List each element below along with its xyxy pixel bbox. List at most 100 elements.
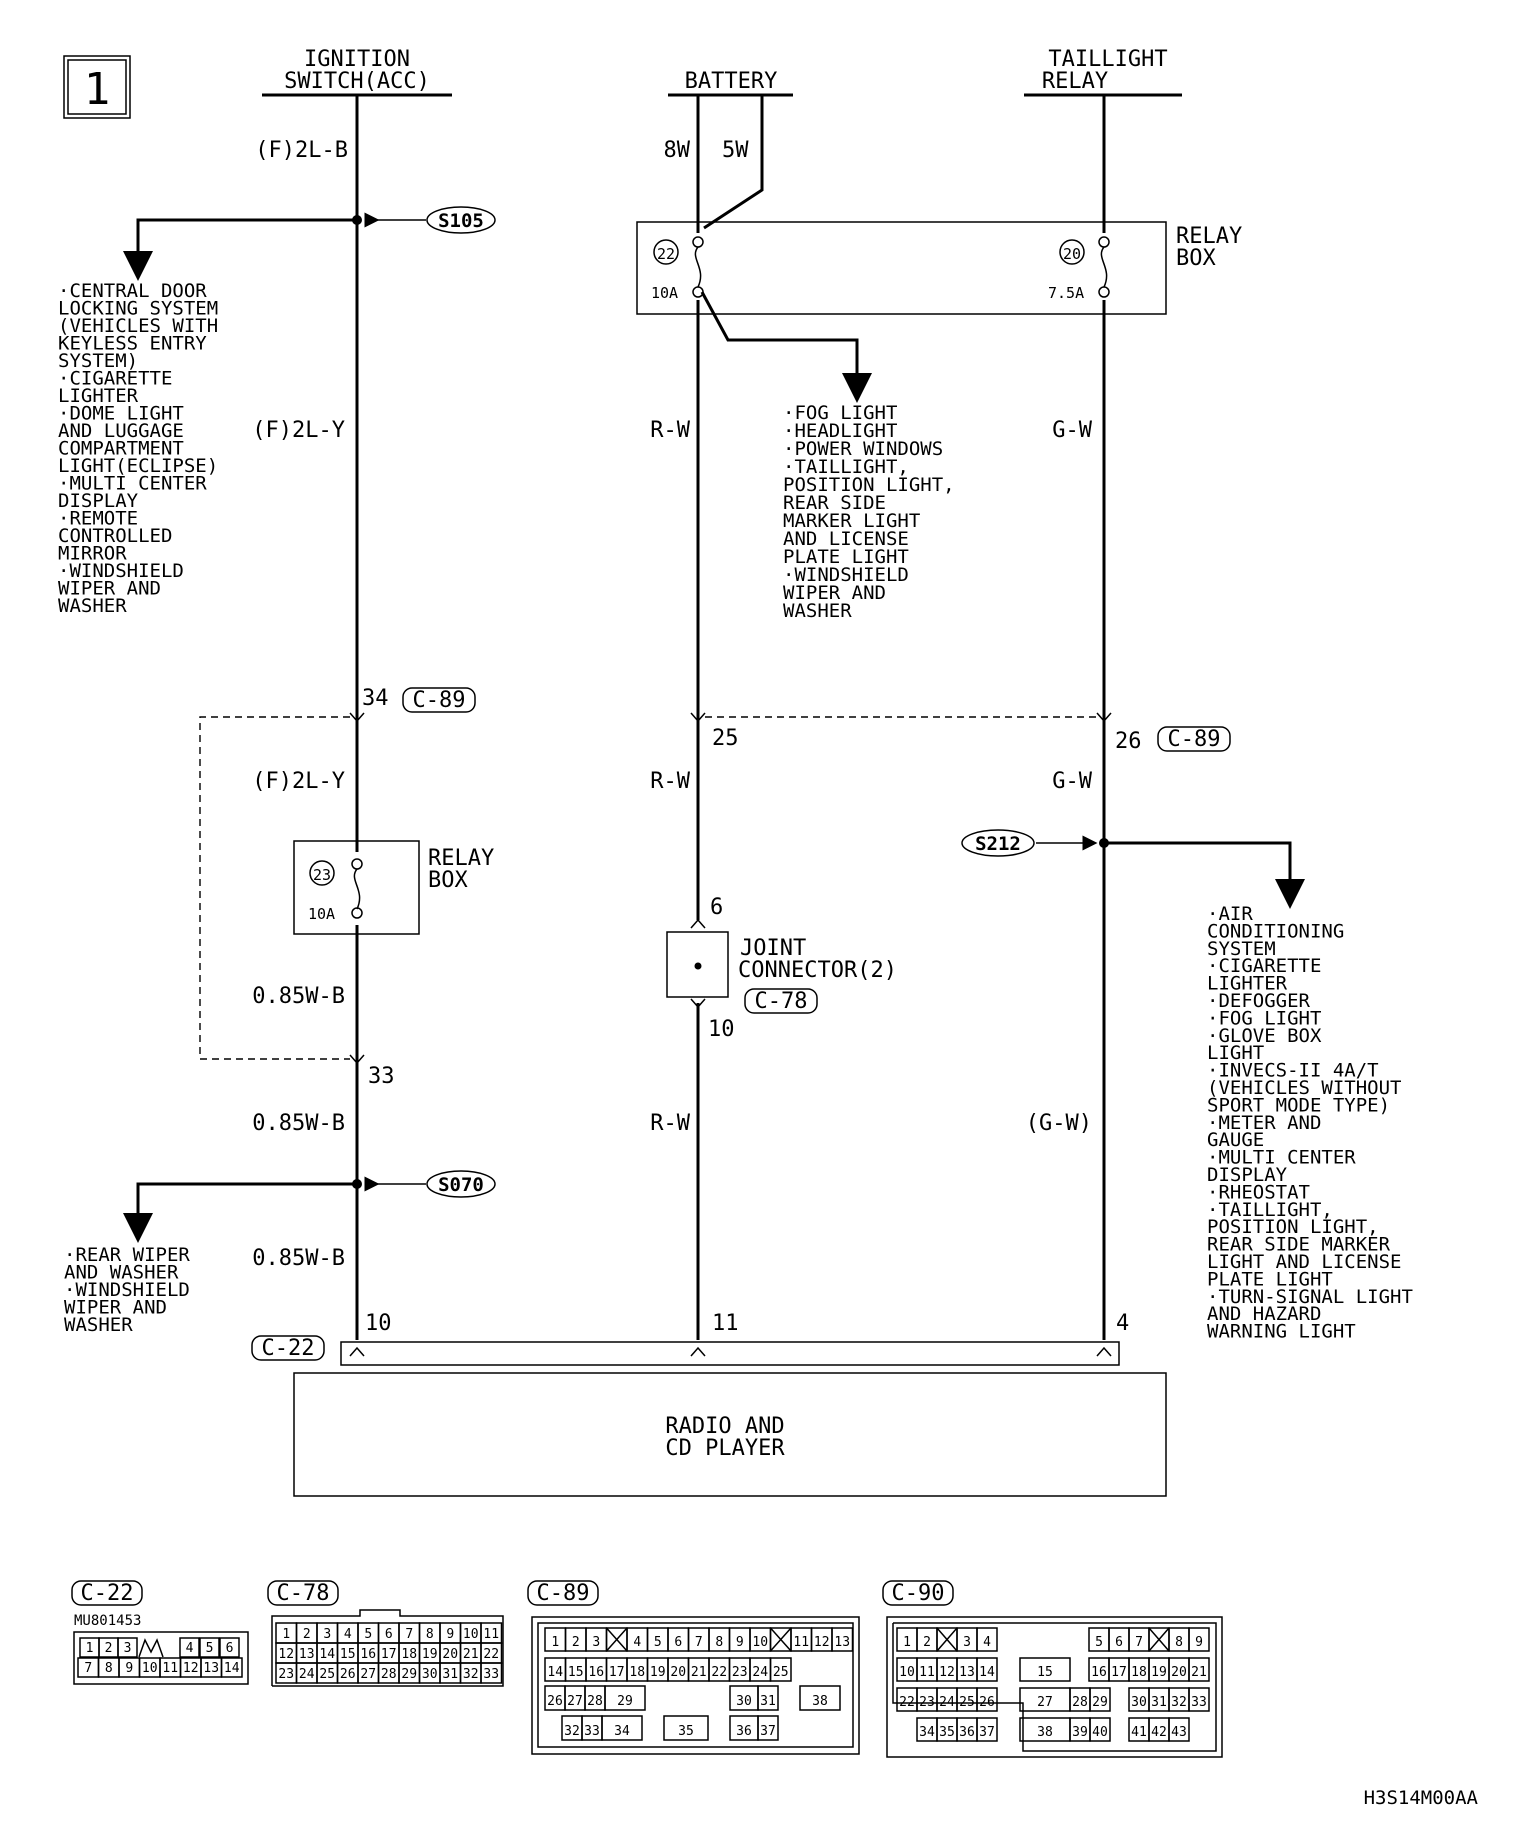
list-item: POSITION LIGHT,	[1207, 1216, 1379, 1238]
c22-part-no: MU801453	[74, 1613, 141, 1629]
pin-cell: 5	[364, 1627, 372, 1642]
pin-cell: 4	[633, 1635, 641, 1650]
pin-cell: 32	[463, 1667, 479, 1682]
pin-cell: 19	[1151, 1665, 1167, 1680]
pin-cell: 15	[568, 1665, 584, 1680]
radio-cd-player: RADIO AND CD PLAYER	[293, 1372, 1167, 1497]
splice-s070-label: S070	[438, 1174, 484, 1196]
list-item: ·WINDSHIELD	[783, 564, 909, 586]
list-item: WASHER	[783, 600, 852, 622]
pin-cell: 23	[278, 1667, 294, 1682]
pin-cell: 8	[426, 1627, 434, 1642]
wire-mid-rw1: R-W	[650, 418, 690, 443]
list-item: ·REAR WIPER	[64, 1244, 190, 1266]
pin-cell: 25	[319, 1667, 335, 1682]
taillight-relay-header: TAILLIGHT RELAY	[1024, 47, 1182, 97]
pin-cell: 42	[1151, 1725, 1167, 1740]
pin-cell: 14	[979, 1665, 995, 1680]
wire-ign-mid2: (F)2L-Y	[252, 769, 345, 794]
pin-cell: 6	[226, 1641, 234, 1656]
list-item: ·METER AND	[1207, 1112, 1321, 1134]
pin-cell: 38	[812, 1694, 828, 1709]
pin-cell: 36	[959, 1725, 975, 1740]
pin-cell: 29	[617, 1694, 633, 1709]
pin-cell: 15	[340, 1647, 356, 1662]
list-middle: ·FOG LIGHT·HEADLIGHT·POWER WINDOWS·TAILL…	[783, 402, 955, 622]
c22-connector-bar: 10 11 4 C-22	[251, 1311, 1129, 1366]
pin-cell: 19	[422, 1647, 438, 1662]
fuse-20-no: 20	[1063, 245, 1081, 263]
list-right: ·AIR CONDITIONING SYSTEM·CIGARETTE LIGHT…	[1207, 903, 1413, 1343]
list-left-top: ·CENTRAL DOOR LOCKING SYSTEM (VEHICLES W…	[58, 280, 218, 617]
pin-cell: 32	[564, 1724, 580, 1739]
wire-ign-low3: 0.85W-B	[252, 1246, 345, 1271]
relay-box-lower-label-2: BOX	[428, 868, 468, 893]
battery-header: BATTERY	[668, 69, 793, 97]
figure-code: H3S14M00AA	[1364, 1787, 1479, 1809]
list-item: GAUGE	[1207, 1129, 1264, 1151]
list-item: ·CIGARETTE	[58, 368, 172, 390]
fuse-23-no: 23	[313, 866, 331, 884]
conn-right-c89: C-89	[1168, 727, 1221, 752]
pin-cell: 12	[814, 1635, 830, 1650]
pin-cell: 31	[1151, 1695, 1167, 1710]
pin-cell: 18	[629, 1665, 645, 1680]
ignition-switch-header: IGNITION SWITCH(ACC)	[262, 47, 452, 97]
list-item: SYSTEM	[1207, 938, 1276, 960]
list-item: CONTROLLED	[58, 525, 172, 547]
pin-cell: 1	[282, 1627, 290, 1642]
pin-cell: 10	[899, 1665, 915, 1680]
list-item: LOCKING SYSTEM	[58, 298, 218, 320]
relay-box-top-label-1: RELAY	[1176, 224, 1242, 249]
pin-cell: 28	[381, 1667, 397, 1682]
pin-cell: 7	[1135, 1635, 1143, 1650]
pin-cell: 6	[674, 1635, 682, 1650]
pin-cell: 21	[691, 1665, 707, 1680]
pin-cell: 25	[959, 1695, 975, 1710]
pin-cell: 16	[588, 1665, 604, 1680]
wire-ign-low1: 0.85W-B	[252, 984, 345, 1009]
list-item: LIGHTER	[58, 385, 139, 407]
pin-cell: 27	[567, 1694, 583, 1709]
relay-box-top: 22 10A 20 7.5A RELAY BOX	[636, 221, 1242, 315]
pin-cell: 10	[752, 1635, 768, 1650]
pin-cell: 10	[463, 1627, 479, 1642]
pin-cell: 15	[1037, 1665, 1053, 1680]
pin-cell: 28	[1072, 1695, 1088, 1710]
pin-cell: 12	[183, 1661, 199, 1676]
wire-ign-mid: (F)2L-Y	[252, 418, 345, 443]
list-item: AND LICENSE	[783, 528, 909, 550]
pin-cell: 13	[203, 1661, 219, 1676]
pin-cell: 14	[224, 1661, 240, 1676]
splice-s070: S070	[364, 1170, 496, 1198]
relay-box-top-label-2: BOX	[1176, 246, 1216, 271]
wire-ign-low2: 0.85W-B	[252, 1111, 345, 1136]
list-item: LIGHT(ECLIPSE)	[58, 455, 218, 477]
pin-cell: 41	[1131, 1725, 1147, 1740]
list-item: (VEHICLES WITHOUT	[1207, 1077, 1401, 1099]
splice-s212: S212	[961, 829, 1098, 857]
list-item: LIGHT	[1207, 1042, 1264, 1064]
list-item: ·REMOTE	[58, 508, 138, 530]
pin-cell: 11	[162, 1661, 178, 1676]
pin-cell: 1	[551, 1635, 559, 1650]
list-item: DISPLAY	[1207, 1164, 1288, 1186]
pin-cell: 17	[381, 1647, 397, 1662]
pin-cell: 28	[587, 1694, 603, 1709]
pin-cell: 18	[1131, 1665, 1147, 1680]
pin-cell: 6	[1115, 1635, 1123, 1650]
pin-cell: 14	[319, 1647, 335, 1662]
page-number: 1	[84, 64, 111, 115]
list-item: MIRROR	[58, 543, 127, 565]
connector-title: C-89	[537, 1581, 590, 1606]
joint-connector: 6 10 JOINT CONNECTOR(2) C-78	[666, 895, 897, 1042]
list-item: LIGHTER	[1207, 973, 1288, 995]
pin-cell: 30	[422, 1667, 438, 1682]
pin-cell: 29	[1092, 1695, 1108, 1710]
list-item: SYSTEM)	[58, 350, 138, 372]
list-item: ·HEADLIGHT	[783, 420, 897, 442]
pin-cell: 22	[899, 1695, 915, 1710]
pin-cell: 32	[1171, 1695, 1187, 1710]
pin-cell: 1	[86, 1641, 94, 1656]
option-dashed-path-left	[199, 716, 350, 1060]
